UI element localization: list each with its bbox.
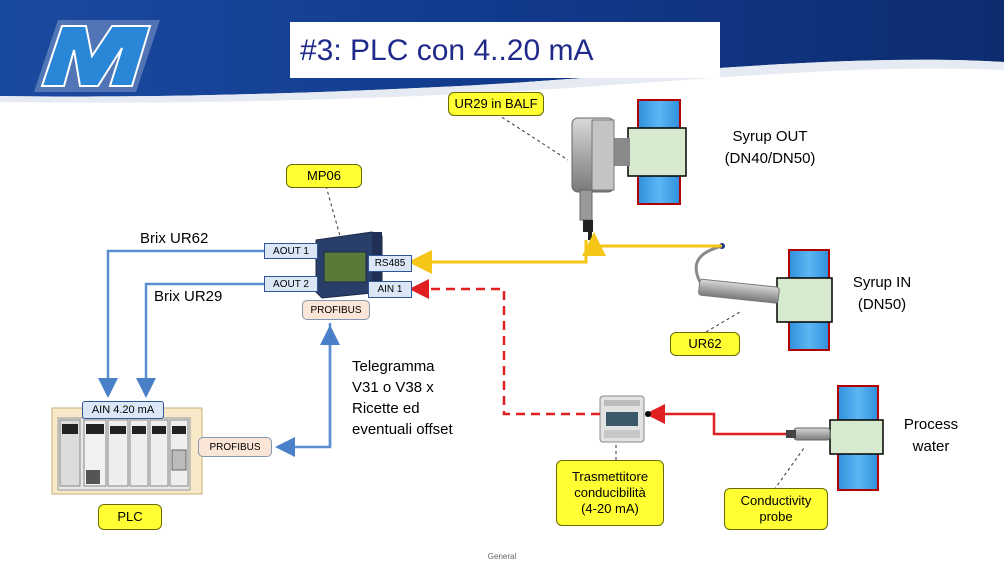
- ur29-balf-label: UR29 in BALF: [448, 92, 544, 116]
- sensor-probe-icon: [694, 243, 780, 304]
- brix-ur29-text: Brix UR29: [154, 288, 223, 305]
- trasmettitore-label: Trasmettitore conducibilità (4-20 mA): [556, 460, 664, 526]
- syrup-in-text: Syrup IN (DN50): [836, 272, 928, 316]
- telegramma-line-1: Telegramma: [352, 358, 435, 375]
- syrup-out-line-2: (DN40/DN50): [724, 150, 816, 167]
- port-aout2: AOUT 2: [264, 276, 318, 292]
- telegramma-text: Telegramma V31 o V38 x Ricette ed eventu…: [352, 356, 453, 440]
- syrup-in-line-2: (DN50): [857, 296, 907, 313]
- plc-label: PLC: [98, 504, 162, 530]
- mp06-label: MP06: [286, 164, 362, 188]
- port-rs485: RS485: [368, 255, 412, 272]
- trasmettitore-line-2: conducibilità: [574, 484, 646, 500]
- yellow-rs485-line: [408, 232, 722, 274]
- page-title: #3: PLC con 4..20 mA: [300, 34, 594, 67]
- conductivity-probe-icon: [786, 427, 831, 441]
- telegramma-line-2: V31 o V38 x: [352, 379, 434, 396]
- callout-leaders: [325, 113, 805, 491]
- red-conductivity-lines: [409, 279, 786, 436]
- pipe-syrup-in: [776, 249, 833, 351]
- port-profibus-mp06: PROFIBUS: [302, 300, 370, 320]
- ur62-label: UR62: [670, 332, 740, 356]
- port-ain1: AIN 1: [368, 281, 412, 298]
- process-water-line-2: water: [912, 438, 950, 455]
- process-water-text: Process water: [892, 414, 970, 458]
- telegramma-line-4: eventuali offset: [352, 421, 453, 438]
- syrup-in-line-1: Syrup IN: [852, 274, 912, 291]
- blue-signal-lines: [98, 249, 340, 457]
- syrup-out-line-1: Syrup OUT: [732, 128, 808, 145]
- refractometer-icon: [571, 117, 630, 240]
- trasmettitore-line-1: Trasmettitore: [571, 468, 649, 484]
- pipe-syrup-out: [627, 99, 687, 205]
- syrup-out-text: Syrup OUT (DN40/DN50): [700, 126, 840, 170]
- transmitter-icon: [599, 395, 645, 443]
- telegramma-line-3: Ricette ed: [352, 400, 420, 417]
- brix-ur62-text: Brix UR62: [140, 230, 209, 247]
- port-aout1: AOUT 1: [264, 243, 318, 259]
- port-profibus-plc: PROFIBUS: [198, 437, 272, 457]
- process-water-line-1: Process: [903, 416, 959, 433]
- conductivity-probe-label: Conductivity probe: [724, 488, 828, 530]
- conductivity-probe-line-1: Conductivity: [740, 492, 812, 508]
- trasmettitore-line-3: (4-20 mA): [581, 501, 639, 517]
- conductivity-probe-line-2: probe: [759, 509, 793, 524]
- plc-rack-icon: [51, 407, 203, 495]
- port-ain-plc: AIN 4.20 mA: [82, 401, 164, 419]
- footer-classification: General: [487, 552, 517, 561]
- pipe-process-water: [829, 385, 884, 491]
